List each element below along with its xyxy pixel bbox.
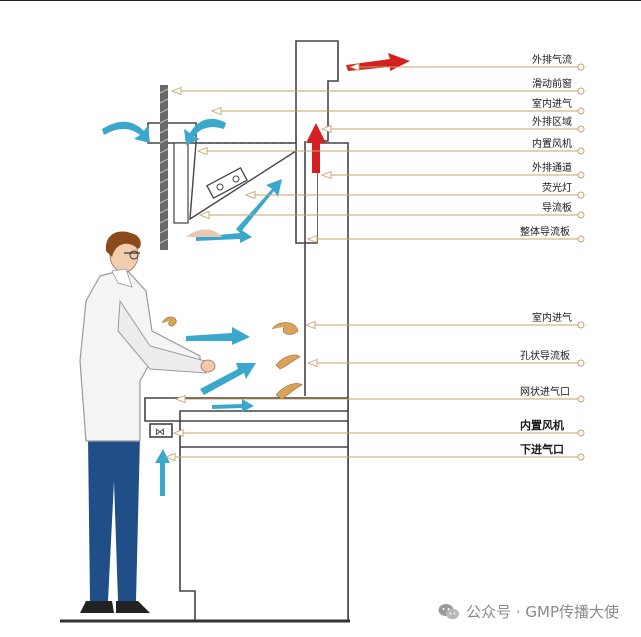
leader-endpoint — [577, 235, 585, 243]
watermark-text: 公众号 · GMP传播大使 — [466, 603, 619, 621]
left-shoe — [80, 601, 114, 613]
wechat-icon — [438, 603, 460, 619]
leader-lines — [164, 62, 585, 462]
light-housing — [189, 142, 297, 221]
leader-arrowhead — [320, 170, 332, 180]
leader-arrowhead — [164, 452, 176, 462]
trousers — [88, 436, 140, 601]
leader-endpoint — [577, 191, 585, 199]
leader-endpoint — [577, 453, 585, 461]
leader-arrowhead — [348, 62, 360, 72]
leader-endpoint — [577, 125, 585, 133]
leader-arrowhead — [210, 106, 222, 116]
hand — [200, 359, 216, 373]
airflow-arrow-bottom-up — [155, 449, 170, 496]
label-group: 外排气流滑动前窗室内进气外排区域内置风机外排通道荧光灯导流板整体导流板室内进气孔… — [520, 53, 572, 456]
leader-arrowhead — [244, 190, 256, 200]
leader-endpoint — [577, 321, 585, 329]
airflow-arrows — [102, 118, 282, 496]
leader-arrowhead — [196, 146, 208, 156]
fluorescent-lamp — [206, 167, 248, 199]
leader-arrowhead — [170, 86, 182, 96]
airflow-arrow-top-right — [184, 118, 226, 145]
right-shoe — [116, 601, 150, 613]
component-label: 网状进气口 — [520, 385, 570, 398]
sliding-sash-panel — [160, 85, 168, 250]
fan-symbol: ⋈ — [155, 427, 165, 438]
component-label: 外排区域 — [532, 115, 572, 128]
vapour-swirl-3 — [275, 354, 301, 370]
vapour-swirl-2 — [271, 322, 299, 335]
component-label: 整体导流板 — [520, 225, 570, 238]
leader-endpoint — [577, 63, 585, 71]
component-label: 荧光灯 — [542, 181, 572, 194]
leader-endpoint — [577, 147, 585, 155]
component-label: 内置风机 — [520, 418, 564, 432]
leader-endpoint — [577, 359, 585, 367]
component-label: 导流板 — [542, 201, 572, 214]
leader-endpoint — [577, 171, 585, 179]
fume-hood-cabinet — [144, 40, 349, 622]
sash-hatching — [159, 88, 169, 244]
airflow-arrow-mid — [186, 327, 250, 345]
component-label: 下进气口 — [520, 442, 564, 456]
vapour-glow — [186, 229, 222, 237]
lamp-bulb-2 — [232, 175, 240, 183]
component-label: 内置风机 — [532, 137, 572, 150]
watermark: 公众号 · GMP传播大使 — [438, 601, 619, 622]
airflow-arrow-glass — [196, 229, 252, 243]
leader-arrowhead — [306, 234, 318, 244]
hair — [105, 231, 141, 257]
airflow-arrow-top-left — [102, 121, 150, 143]
component-label: 孔状导流板 — [520, 349, 570, 362]
leader-arrowhead — [172, 428, 184, 438]
glasses-lens — [129, 250, 139, 260]
component-label: 室内进气 — [532, 311, 572, 324]
leader-endpoint — [577, 395, 585, 403]
vapour-swirl-1 — [161, 316, 177, 327]
front-sash — [147, 85, 197, 250]
sash-lower-glass — [173, 142, 189, 224]
leader-arrowhead — [306, 358, 318, 368]
component-label: 滑动前窗 — [532, 77, 572, 90]
lower-cabinet — [179, 420, 349, 622]
leader-endpoint — [577, 429, 585, 437]
leader-arrowhead — [198, 210, 210, 220]
exhaust-arrow-up — [306, 123, 326, 173]
component-label: 外排通道 — [532, 161, 572, 174]
airflow-arrow-surface — [212, 399, 254, 412]
vapour-swirl-4 — [275, 383, 303, 400]
airflow-arrow-diagonal — [236, 179, 282, 233]
leader-arrowhead — [320, 124, 332, 134]
fan-box — [149, 423, 173, 438]
component-label: 室内进气 — [532, 97, 572, 110]
leader-arrowhead — [304, 320, 316, 330]
arm — [117, 299, 207, 374]
component-label: 外排气流 — [532, 53, 572, 66]
lamp-bulb-1 — [216, 183, 224, 191]
leader-endpoint — [577, 107, 585, 115]
leader-endpoint — [577, 87, 585, 95]
vapour-swirls — [161, 229, 303, 400]
coat-collar — [111, 268, 133, 288]
airflow-arrow-lower — [200, 363, 256, 395]
lab-technician — [79, 231, 216, 613]
leader-arrowhead — [174, 394, 186, 404]
leader-endpoint — [577, 211, 585, 219]
